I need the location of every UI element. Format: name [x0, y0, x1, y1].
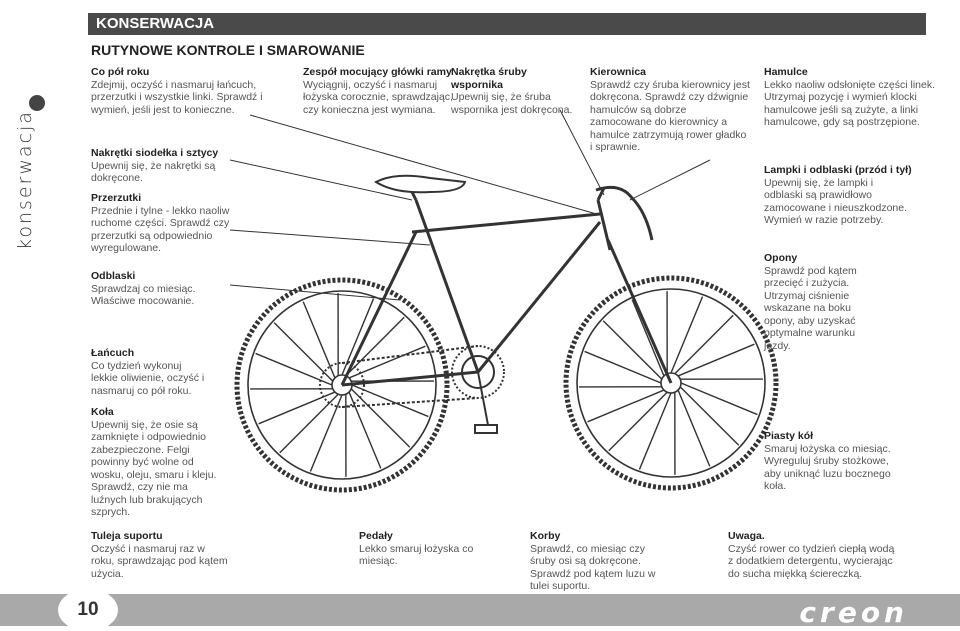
note-body: Sprawdź pod kątem przecięć i zużycia. Ut… — [764, 265, 857, 352]
note-pedals: Pedały Lekko smaruj łożyska co miesiąc. — [359, 530, 509, 568]
note-body: Wyciągnij, oczyść i nasmaruj łożyska cor… — [303, 79, 453, 116]
note-title: Nakrętki siodełka i sztycy — [91, 147, 221, 160]
brand-logo: creon — [799, 596, 908, 629]
note-body: Upewnij się, że śruba wspornika jest dok… — [451, 91, 572, 116]
note-reflectors: Odblaski Sprawdzaj co miesiąc. Właściwe … — [91, 270, 211, 308]
chain-stay — [342, 372, 478, 385]
note-body: Upewnij się, że osie są zamknięte i odpo… — [91, 419, 216, 519]
note-brakes: Hamulce Lekko naoliw odsłonięte części l… — [764, 66, 936, 129]
note-body: Upewnij się, że nakrętki są dokręcone. — [91, 160, 215, 185]
note-body: Zdejmij, oczyść i nasmaruj łańcuch, prze… — [91, 79, 263, 116]
spoke — [678, 344, 754, 376]
note-chain-half-year: Co pół roku Zdejmij, oczyść i nasmaruj ł… — [91, 66, 281, 116]
note-body: Sprawdź czy śruba kierownicy jest dokręc… — [590, 79, 750, 154]
note-lights: Lampki i odblaski (przód i tył) Upewnij … — [764, 164, 914, 227]
note-title: Łańcuch — [91, 347, 211, 360]
note-title: Pedały — [359, 530, 509, 543]
note-body: Smaruj łożyska co miesiąc. Wyreguluj śru… — [764, 443, 891, 493]
note-body: Co tydzień wykonuj lekkie oliwienie, ocz… — [91, 360, 204, 397]
note-title: Piasty kół — [764, 430, 894, 443]
note-bottom-bracket: Tuleja suportu Oczyść i nasmaruj raz w r… — [91, 530, 231, 580]
note-title: Uwaga. — [728, 530, 898, 543]
note-handlebar: Kierownica Sprawdź czy śruba kierownicy … — [590, 66, 750, 154]
spoke — [303, 302, 335, 378]
note-derailleurs: Przerzutki Przednie i tylne - lekko naol… — [91, 192, 261, 255]
down-tube — [478, 222, 600, 372]
note-body: Czyść rower co tydzień ciepłą wodą z dod… — [728, 543, 894, 580]
fork — [608, 240, 671, 383]
note-stem-bolt: Nakrętka śruby wspornika Upewnij się, że… — [451, 66, 581, 116]
note-title: Odblaski — [91, 270, 211, 283]
crankset — [452, 346, 504, 433]
note-title: Opony — [764, 252, 884, 265]
note-hubs: Piasty kół Smaruj łożyska co miesiąc. Wy… — [764, 430, 894, 493]
page-number: 10 — [58, 589, 118, 631]
note-chain: Łańcuch Co tydzień wykonuj lekkie oliwie… — [91, 347, 211, 397]
note-saddle: Nakrętki siodełka i sztycy Upewnij się, … — [91, 147, 221, 185]
note-headset: Zespół mocujący główki ramy Wyciągnij, o… — [303, 66, 453, 116]
note-title: Lampki i odblaski (przód i tył) — [764, 164, 914, 177]
note-body: Lekko smaruj łożyska co miesiąc. — [359, 543, 473, 568]
note-tires: Opony Sprawdź pod kątem przecięć i zużyc… — [764, 252, 884, 352]
note-caution: Uwaga. Czyść rower co tydzień ciepłą wod… — [728, 530, 898, 580]
note-wheels: Koła Upewnij się, że osie są zamknięte i… — [91, 406, 219, 519]
note-title: Co pół roku — [91, 66, 281, 79]
note-title: Przerzutki — [91, 192, 261, 205]
note-body: Sprawdź, co miesiąc czy śruby osi są dok… — [530, 543, 655, 593]
spoke — [678, 390, 710, 466]
spoke — [588, 390, 664, 422]
note-title: Hamulce — [764, 66, 936, 79]
top-tube — [412, 214, 600, 232]
note-title: Koła — [91, 406, 219, 419]
note-body: Upewnij się, że lampki i odblaski są pra… — [764, 177, 907, 227]
note-body: Przednie i tylne - lekko naoliw ruchome … — [91, 205, 229, 255]
note-title: Kierownica — [590, 66, 750, 79]
note-body: Oczyść i nasmaruj raz w roku, sprawdzają… — [91, 543, 228, 580]
note-title: Nakrętka śruby wspornika — [451, 66, 581, 91]
note-body: Lekko naoliw odsłonięte części linek. Ut… — [764, 79, 935, 129]
note-title: Zespół mocujący główki ramy — [303, 66, 453, 79]
saddle — [376, 176, 465, 193]
note-cranks: Korby Sprawdź, co miesiąc czy śruby osi … — [530, 530, 665, 593]
note-title: Tuleja suportu — [91, 530, 231, 543]
note-title: Korby — [530, 530, 665, 543]
note-body: Sprawdzaj co miesiąc. Właściwe mocowanie… — [91, 283, 195, 308]
spoke — [632, 300, 664, 376]
